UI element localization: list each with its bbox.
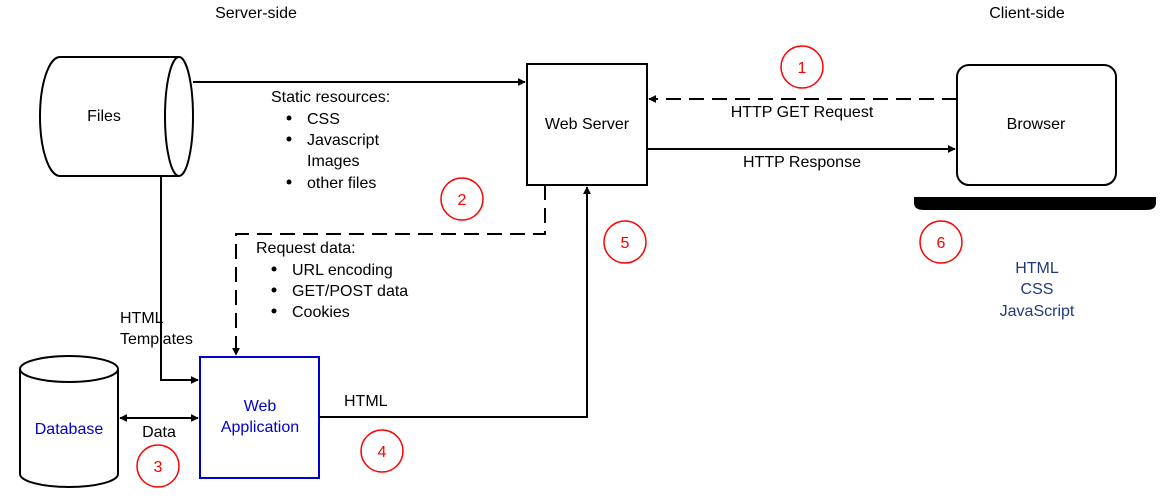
database-node: Database [19,355,119,488]
files-label: Files [87,108,121,125]
step-circle [360,429,404,473]
request-data-list: Request data: URL encoding GET/POST data… [256,240,408,321]
step-marker-5: 5 [603,220,647,264]
request-data-heading: Request data: [256,240,356,257]
step-marker-1: 1 [780,45,824,89]
http-get-request-label: HTTP GET Request [731,104,874,121]
request-data-arrow [232,185,546,356]
files-cylinder-cap [164,56,194,177]
http-response-label: HTTP Response [743,154,861,171]
bullet [271,287,277,293]
web-application-box [199,356,320,479]
static-item-css: CSS [307,111,340,128]
step-marker-3: 3 [136,444,180,488]
data-label: Data [142,424,176,441]
step-circle [919,220,963,264]
step-number: 2 [458,192,467,209]
html-templates-arrow [160,176,199,384]
static-item-images: Images [307,153,359,170]
step-number: 1 [798,60,807,77]
client-tech-css: CSS [1021,281,1054,298]
laptop-base [914,197,1156,210]
request-item-get-post-data: GET/POST data [292,283,408,300]
client-tech-html: HTML [1015,260,1059,277]
bullet [271,266,277,272]
database-cylinder-top [19,355,119,383]
web-server-box [526,63,648,186]
static-resources-heading: Static resources: [271,89,390,106]
client-side-heading: Client-side [989,5,1065,22]
step-number: 6 [937,235,946,252]
html-to-server-arrow [319,186,591,418]
step-circle [603,220,647,264]
step-circle [780,45,824,89]
server-side-heading: Server-side [215,5,297,22]
bullet [286,179,292,185]
client-tech-javascript: JavaScript [1000,303,1075,320]
step-marker-6: 6 [919,220,963,264]
web-server-node: Web Server [526,63,648,186]
bullet [286,115,292,121]
step-marker-2: 2 [440,177,484,221]
step-number: 4 [378,444,387,461]
browser-node: Browser [914,64,1156,210]
web-application-label-line1: Web [244,398,277,415]
static-item-javascript: Javascript [307,132,380,149]
html-templates-label-line2: Templates [120,331,193,348]
step-marker-4: 4 [360,429,404,473]
step-circle [440,177,484,221]
browser-screen [956,64,1117,186]
database-label: Database [35,421,104,438]
web-server-label: Web Server [545,116,630,133]
html-templates-label-line1: HTML [120,310,164,327]
client-tech-list: HTML CSS JavaScript [1000,260,1075,320]
web-application-node: Web Application [199,356,320,479]
web-application-label-line2: Application [221,419,299,436]
html-label: HTML [344,393,388,410]
bullet [286,136,292,142]
bullet [271,308,277,314]
files-node: Files [39,56,194,177]
request-item-cookies: Cookies [292,304,350,321]
static-item-other-files: other files [307,175,376,192]
browser-label: Browser [1007,116,1066,133]
step-circle [136,444,180,488]
step-number: 3 [154,459,163,476]
static-resources-list: Static resources: CSS Javascript Images … [271,89,390,192]
step-number: 5 [621,235,630,252]
request-item-url-encoding: URL encoding [292,262,393,279]
